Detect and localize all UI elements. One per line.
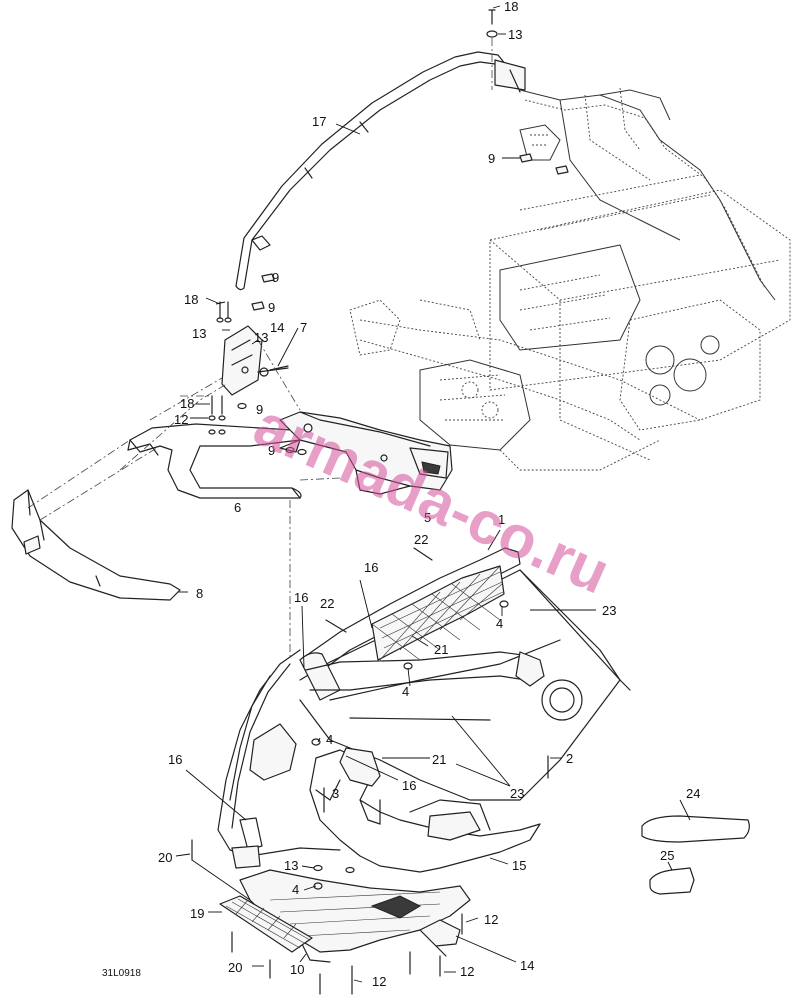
leader-lines xyxy=(175,5,691,983)
callout-3: 3 xyxy=(332,786,339,801)
vehicle-frame xyxy=(349,87,791,471)
callout-15: 15 xyxy=(512,858,526,873)
diagram-code: 31L0918 xyxy=(102,968,141,979)
callout-16-center: 16 xyxy=(402,778,416,793)
callout-13-top: 13 xyxy=(508,27,522,42)
callout-2: 2 xyxy=(566,751,573,766)
callout-22-left: 22 xyxy=(320,596,334,611)
callout-16-top: 16 xyxy=(364,560,378,575)
callout-23-top: 23 xyxy=(602,603,616,618)
callout-7: 7 xyxy=(300,320,307,335)
callout-6: 6 xyxy=(234,500,241,515)
callout-13-skid: 13 xyxy=(284,858,298,873)
callout-25: 25 xyxy=(660,848,674,863)
callout-12-bottom: 12 xyxy=(372,974,386,989)
belly-pan-part-15 xyxy=(309,747,541,873)
air-vent-grille-part-19 xyxy=(219,895,313,953)
callout-4-skid: 4 xyxy=(292,882,299,897)
side-fairing-part-16 xyxy=(217,649,341,869)
callout-16-fairing: 16 xyxy=(168,752,182,767)
callout-9-bracket: 9 xyxy=(268,300,275,315)
callout-17: 17 xyxy=(312,114,326,129)
callout-21-lower: 21 xyxy=(432,752,446,767)
callout-8: 8 xyxy=(196,586,203,601)
callout-22-top: 22 xyxy=(414,532,428,547)
callout-13-bracket: 13 xyxy=(192,326,206,341)
callout-9-lower: 9 xyxy=(256,402,263,417)
front-module-part-5 xyxy=(279,411,453,495)
callout-labels: 18 13 17 9 9 18 9 13 14 7 13 18 9 12 9 6… xyxy=(158,0,700,989)
callout-21-mesh: 21 xyxy=(434,642,448,657)
callout-4-left: 4 xyxy=(326,732,333,747)
callout-18-bracket: 18 xyxy=(184,292,198,307)
grab-handle-part-17 xyxy=(235,51,526,291)
callout-5: 5 xyxy=(424,510,431,525)
callout-12-lower: 12 xyxy=(174,412,188,427)
callout-12-bottom-right: 12 xyxy=(460,964,474,979)
callout-9-seat: 9 xyxy=(488,151,495,166)
callout-13-side: 13 xyxy=(254,330,268,345)
callout-16-left: 16 xyxy=(294,590,308,605)
callout-14-bracket: 14 xyxy=(270,320,284,335)
callout-20-left: 20 xyxy=(158,850,172,865)
watermark-text: armada-co.ru xyxy=(245,391,620,607)
callout-9-handle: 9 xyxy=(272,270,279,285)
front-bumper-part-8 xyxy=(11,489,181,601)
callout-9-module: 9 xyxy=(268,443,275,458)
handle-bracket-part-14 xyxy=(221,325,289,396)
callout-18-top: 18 xyxy=(504,0,518,14)
decal-part-25 xyxy=(649,867,695,895)
callout-10: 10 xyxy=(290,962,304,977)
body-panel-part-1 xyxy=(299,547,631,801)
callout-14-skid: 14 xyxy=(520,958,534,973)
assembly-lines xyxy=(27,38,493,660)
callout-18-lower: 18 xyxy=(180,396,194,411)
callout-4-center: 4 xyxy=(402,684,409,699)
decal-part-24 xyxy=(641,815,750,843)
callout-19: 19 xyxy=(190,906,204,921)
callout-1: 1 xyxy=(498,512,505,527)
callout-20-bottom: 20 xyxy=(228,960,242,975)
fasteners xyxy=(191,9,569,995)
callout-24: 24 xyxy=(686,786,700,801)
callout-12-right: 12 xyxy=(484,912,498,927)
callout-4-top: 4 xyxy=(496,616,503,631)
callout-23-lower: 23 xyxy=(510,786,524,801)
